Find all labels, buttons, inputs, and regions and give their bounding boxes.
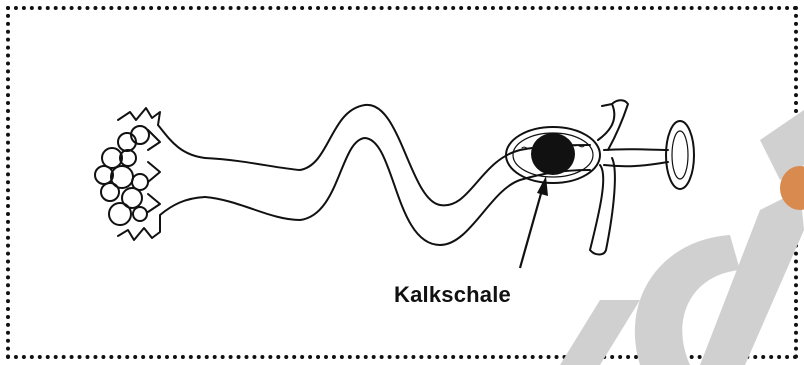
calcareous-shell <box>531 133 575 175</box>
shell-label: Kalkschale <box>394 282 511 308</box>
arrow-head <box>537 176 548 196</box>
arrow-line <box>520 190 542 268</box>
